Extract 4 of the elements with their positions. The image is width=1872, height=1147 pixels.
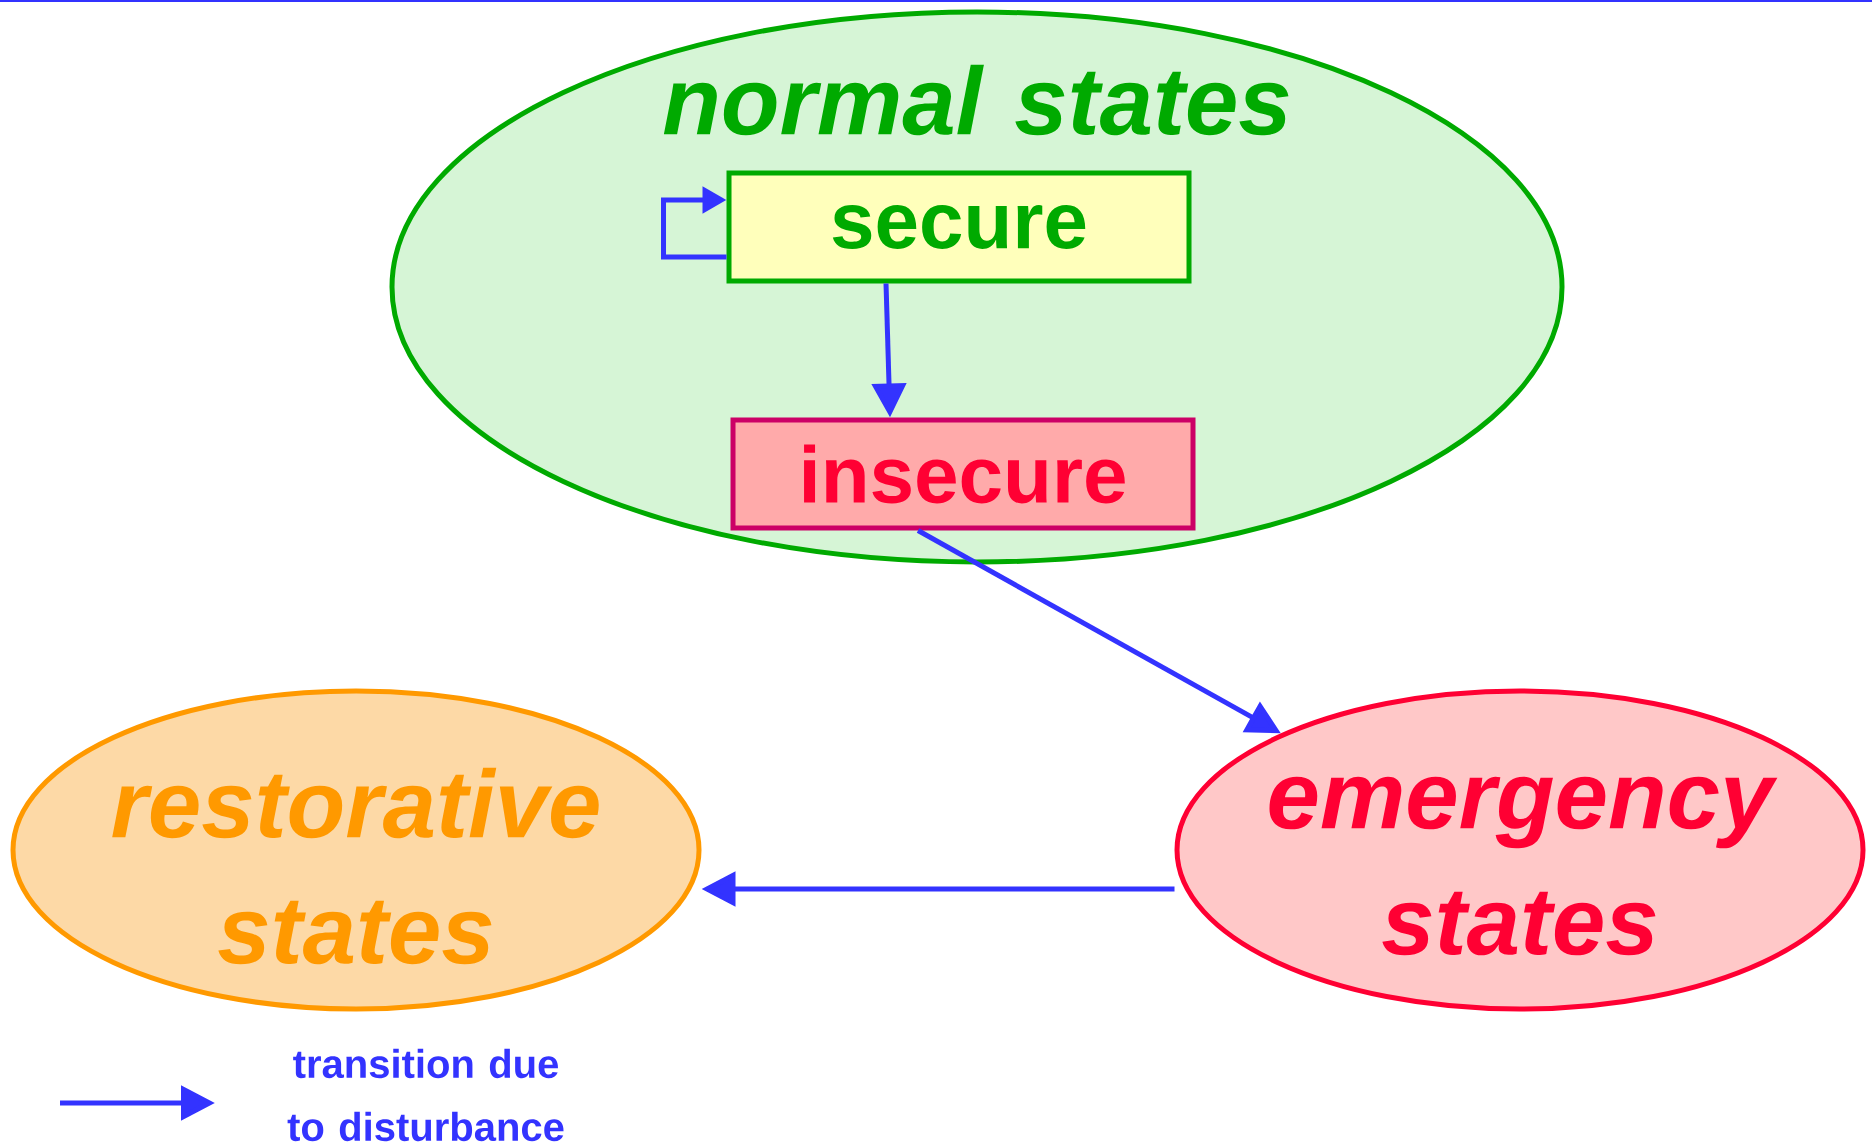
arrow	[661, 186, 727, 260]
state-box: secure	[726, 170, 1192, 284]
state-box: insecure	[730, 417, 1196, 531]
legend-text: transition due to disturbance	[287, 1048, 564, 1142]
